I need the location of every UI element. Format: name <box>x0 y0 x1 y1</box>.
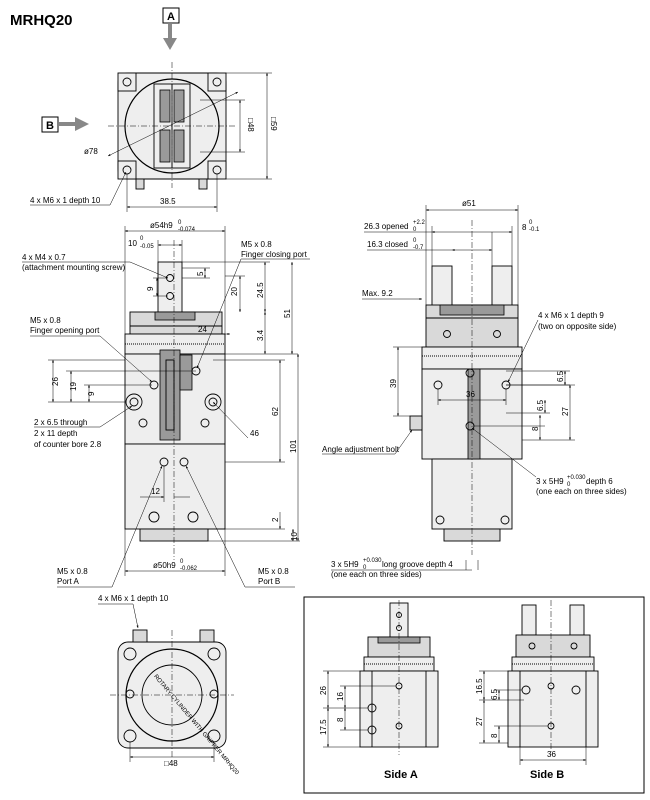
dim-24: 24 <box>198 325 207 334</box>
through-label-2: 2 x 11 depth <box>34 429 77 438</box>
side-a-dim-17-5: 17.5 <box>319 719 328 735</box>
dim-3-4: 3.4 <box>256 329 265 341</box>
groove-tol-top: +0.030 <box>363 558 382 564</box>
side-b-view: 16.5 6.5 27 8 36 Side B <box>475 600 599 781</box>
dim-20: 20 <box>230 287 239 296</box>
dim-phi51: ø51 <box>462 199 476 208</box>
side-b-dim-16-5: 16.5 <box>475 678 484 694</box>
dim-101: 101 <box>289 439 298 453</box>
m6-depth9-note: (two on opposite side) <box>538 322 617 331</box>
view-a-label: A <box>167 11 175 23</box>
max-label: Max. 9.2 <box>362 289 393 298</box>
closed-tol-bot: -0.7 <box>413 245 424 251</box>
side-b-dim-8: 8 <box>490 733 499 738</box>
side-view: ø51 26.3 opened +2.2 0 8 0 -0.1 16.3 clo… <box>322 199 627 579</box>
side-views-frame <box>303 596 645 794</box>
dim-27: 27 <box>561 407 570 416</box>
groove-suffix: long groove depth 4 <box>382 560 453 569</box>
port-b-label: Port B <box>258 577 280 586</box>
side-b-dim-27: 27 <box>475 717 484 726</box>
closed-label: 16.3 closed <box>367 240 408 249</box>
h9-depth-label: 3 x 5H9 <box>536 477 564 486</box>
dim-sq48: □48 <box>246 118 255 132</box>
drawing-title: MRHQ20 <box>10 12 73 29</box>
side-a-caption: Side A <box>384 769 418 781</box>
dim-10b: 10 <box>290 532 299 541</box>
side-a-dim-8: 8 <box>336 717 345 722</box>
dim-26: 26 <box>51 377 60 386</box>
dim-phi50-tol-top: 0 <box>180 559 184 565</box>
dim-8b: 8 <box>531 426 540 431</box>
dim-9b: 9 <box>87 391 96 396</box>
opened-tol-bot: 0 <box>413 227 417 233</box>
dim-phi54-tol-bot: -0.074 <box>178 227 196 233</box>
closed-tol-top: 0 <box>413 238 417 244</box>
dim-36: 36 <box>466 390 475 399</box>
m4-label: 4 x M4 x 0.7 <box>22 253 66 262</box>
dim-10-tol-top: 0 <box>140 236 144 242</box>
dim-phi54-tol-top: 0 <box>178 220 182 226</box>
through-label-1: 2 x 6.5 through <box>34 418 87 427</box>
front-view: ø54h9 0 -0.074 10 0 -0.05 4 x M4 x 0.7 (… <box>22 220 310 588</box>
groove-note: (one each on three sides) <box>331 570 422 579</box>
m5-opening-note: Finger opening port <box>30 326 100 335</box>
dim-phi50: ø50h9 <box>153 561 176 570</box>
dim-10: 10 <box>128 239 137 248</box>
dim-51: 51 <box>283 309 292 318</box>
dim-62: 62 <box>271 407 280 416</box>
dim-46: 46 <box>250 429 259 438</box>
m4-note: (attachment mounting screw) <box>22 263 125 272</box>
m6-depth9-label: 4 x M6 x 1 depth 9 <box>538 311 604 320</box>
m5-closing-label: M5 x 0.8 <box>241 240 272 249</box>
dim-10-tol-bot: -0.05 <box>140 244 154 250</box>
groove-tol-bot: 0 <box>363 565 367 571</box>
dim-8: 8 <box>522 223 527 232</box>
port-a-size: M5 x 0.8 <box>57 567 88 576</box>
top-holes-note: 4 x M6 x 1 depth 10 <box>30 196 101 205</box>
side-b-caption: Side B <box>530 769 564 781</box>
opened-tol-top: +2.2 <box>413 220 426 226</box>
side-a-dim-16: 16 <box>336 692 345 701</box>
opened-label: 26.3 opened <box>364 222 409 231</box>
port-b-size: M5 x 0.8 <box>258 567 289 576</box>
h9-depth-suffix: depth 6 <box>586 477 613 486</box>
view-b-label: B <box>46 120 54 132</box>
side-a-view: 26 16 17.5 8 Side A <box>319 600 439 781</box>
dim-5: 5 <box>196 271 205 276</box>
dim-2: 2 <box>271 517 280 522</box>
angle-bolt-label: Angle adjustment bolt <box>322 445 400 454</box>
m5-opening-label: M5 x 0.8 <box>30 316 61 325</box>
dim-phi50-tol-bot: -0.062 <box>180 566 198 572</box>
side-b-dim-6-5: 6.5 <box>490 688 499 700</box>
side-a-dim-26: 26 <box>319 686 328 695</box>
m5-closing-note: Finger closing port <box>241 250 308 259</box>
dim-12: 12 <box>151 487 160 496</box>
view-b-indicator: B <box>41 116 89 133</box>
dim-phi78: ø78 <box>84 147 98 156</box>
through-label-3: of counter bore 2.8 <box>34 440 102 449</box>
top-view: □48 □59 ø78 38.5 4 x M6 x 1 depth 10 <box>30 62 278 212</box>
dim-9a: 9 <box>146 286 155 291</box>
dim-38-5: 38.5 <box>160 197 176 206</box>
dim-24-5: 24.5 <box>256 282 265 298</box>
h9-depth-tol-top: +0.030 <box>567 475 586 481</box>
port-a-label: Port A <box>57 577 79 586</box>
h9-depth-note: (one each on three sides) <box>536 487 627 496</box>
bottom-view: 4 x M6 x 1 depth 10 ROTARY CYLINDER WITH… <box>98 594 240 777</box>
h9-depth-tol-bot: 0 <box>567 482 571 488</box>
groove-label: 3 x 5H9 <box>331 560 359 569</box>
dim-sq59: □59 <box>269 117 278 131</box>
dim-6-5b: 6.5 <box>536 399 545 411</box>
view-a-indicator: A <box>162 7 180 50</box>
dim-phi54: ø54h9 <box>150 221 173 230</box>
dim-39: 39 <box>389 379 398 388</box>
side-b-dim-36: 36 <box>547 750 556 759</box>
dim-8-tol-top: 0 <box>529 220 533 226</box>
bottom-holes-note: 4 x M6 x 1 depth 10 <box>98 594 169 603</box>
bottom-dim-sq48: □48 <box>164 759 178 768</box>
dim-8-tol-bot: -0.1 <box>529 227 540 233</box>
dim-19: 19 <box>69 382 78 391</box>
dim-6-5a: 6.5 <box>556 370 565 382</box>
